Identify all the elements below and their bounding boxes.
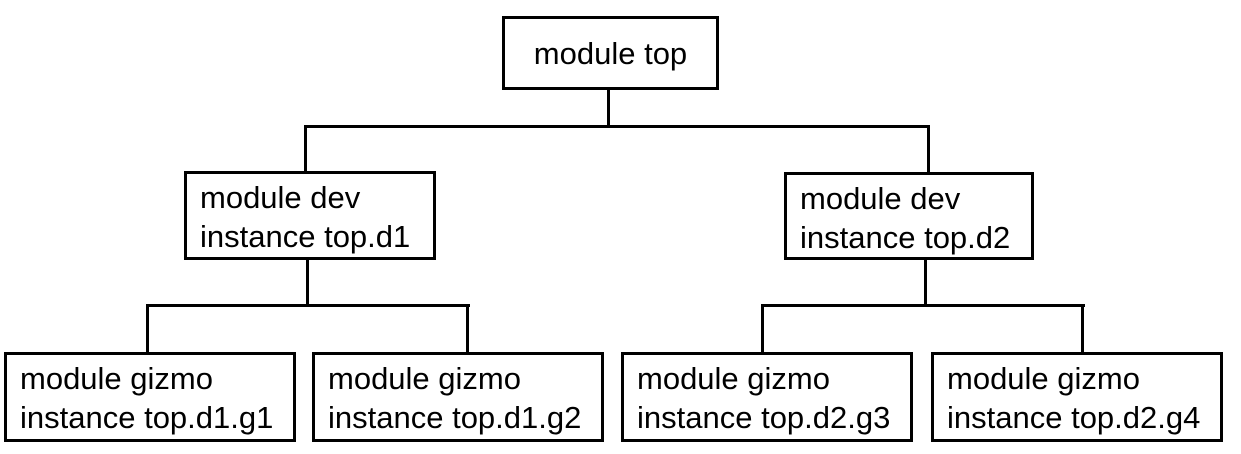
node-dev-top-d1-module-line: module dev <box>200 180 361 215</box>
node-gizmo-top-d1-g2: module gizmo instance top.d1.g2 <box>312 352 604 442</box>
connector-drop-to-g1 <box>146 304 149 353</box>
node-module-top: module top <box>502 16 719 90</box>
node-gizmo-top-d2-g3-instance-line: instance top.d2.g3 <box>637 400 891 435</box>
node-dev-top-d2-instance-line: instance top.d2 <box>800 220 1011 255</box>
node-gizmo-top-d1-g1-module-line: module gizmo <box>20 361 213 396</box>
connector-top-stem <box>607 89 610 128</box>
node-gizmo-top-d2-g3: module gizmo instance top.d2.g3 <box>621 352 913 442</box>
node-gizmo-top-d1-g1: module gizmo instance top.d1.g1 <box>4 352 296 442</box>
connector-d1-children-bar <box>146 304 470 307</box>
node-gizmo-top-d1-g2-instance-line: instance top.d1.g2 <box>328 400 582 435</box>
connector-drop-to-g3 <box>761 304 764 353</box>
node-module-top-label: module top <box>533 35 688 71</box>
connector-drop-to-d1 <box>304 125 307 172</box>
connector-level1-bar <box>304 125 930 128</box>
node-gizmo-top-d2-g4: module gizmo instance top.d2.g4 <box>931 352 1223 442</box>
node-dev-top-d2-module-line: module dev <box>800 181 961 216</box>
connector-drop-to-g2 <box>466 304 469 353</box>
connector-d2-children-bar <box>761 304 1085 307</box>
node-gizmo-top-d2-g4-module-line: module gizmo <box>947 361 1140 396</box>
node-gizmo-top-d1-g1-instance-line: instance top.d1.g1 <box>20 400 274 435</box>
connector-d2-stem <box>924 259 927 307</box>
connector-drop-to-g4 <box>1081 304 1084 353</box>
node-dev-top-d1-instance-line: instance top.d1 <box>200 219 411 254</box>
node-dev-top-d1: module dev instance top.d1 <box>184 171 436 260</box>
connector-drop-to-d2 <box>927 125 930 173</box>
node-gizmo-top-d2-g4-instance-line: instance top.d2.g4 <box>947 400 1201 435</box>
connector-d1-stem <box>306 259 309 307</box>
node-gizmo-top-d2-g3-module-line: module gizmo <box>637 361 830 396</box>
node-gizmo-top-d1-g2-module-line: module gizmo <box>328 361 521 396</box>
node-dev-top-d2: module dev instance top.d2 <box>784 172 1034 260</box>
